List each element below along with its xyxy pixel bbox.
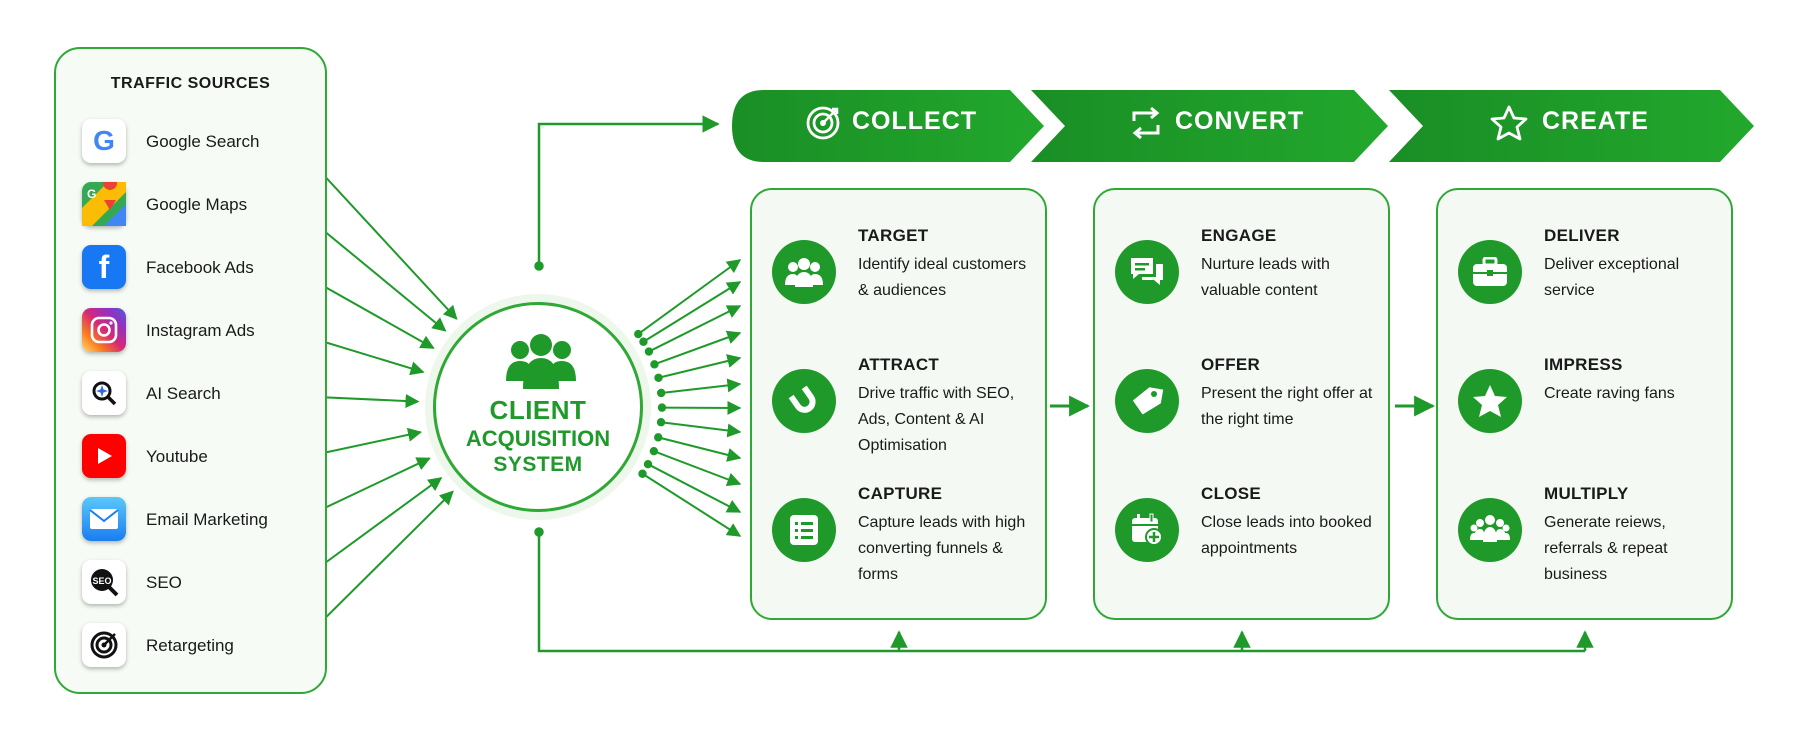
youtube-icon	[82, 434, 126, 478]
stage-item-title: IMPRESS	[1544, 355, 1623, 374]
create-card: DELIVER Deliver exceptional service IMPR…	[1436, 188, 1733, 620]
google-icon: G	[82, 119, 126, 163]
source-facebook-ads[interactable]: f Facebook Ads	[82, 245, 312, 295]
people-group-icon	[506, 334, 576, 389]
source-ai-search[interactable]: AI Search	[82, 371, 312, 421]
star-icon	[1490, 105, 1528, 141]
source-label: Email Marketing	[146, 510, 268, 529]
source-label: Google Search	[146, 132, 260, 151]
convert-card: ENGAGE Nurture leads with valuable conte…	[1093, 188, 1390, 620]
email-icon	[82, 497, 126, 541]
hub-title-line2: ACQUISITION	[465, 426, 611, 451]
calendar-plus-icon	[1115, 498, 1179, 562]
stage-item-attract[interactable]: ATTRACT Drive traffic with SEO, Ads, Con…	[772, 355, 1042, 465]
ai-search-icon	[82, 371, 126, 415]
stage-item-title: TARGET	[858, 226, 929, 245]
client-acquisition-hub: CLIENT ACQUISITION SYSTEM	[433, 302, 643, 512]
form-list-icon	[772, 498, 836, 562]
stage-item-desc: Deliver exceptional service	[1544, 256, 1680, 299]
hub-output-arrow	[642, 281, 742, 343]
hub-output-arrow	[637, 259, 742, 335]
stage-item-title: DELIVER	[1544, 226, 1620, 245]
hub-title-line3: SYSTEM	[493, 453, 583, 476]
stage-item-desc: Drive traffic with SEO, Ads, Content & A…	[858, 385, 1015, 454]
hub-output-arrow	[654, 330, 742, 366]
seo-icon: SEO	[82, 560, 126, 604]
source-label: SEO	[146, 573, 182, 592]
magnet-icon	[772, 369, 836, 433]
instagram-icon	[82, 308, 126, 352]
svg-text:G: G	[87, 187, 96, 201]
stage-item-desc: Present the right offer at the right tim…	[1201, 385, 1373, 428]
stage-item-deliver[interactable]: DELIVER Deliver exceptional service	[1458, 226, 1728, 336]
stage-item-desc: Identify ideal customers & audiences	[858, 256, 1027, 299]
stage-item-desc: Nurture leads with valuable content	[1201, 256, 1330, 299]
source-seo[interactable]: SEO SEO	[82, 560, 312, 610]
traffic-sources-title: TRAFFIC SOURCES	[110, 75, 271, 92]
facebook-icon: f	[82, 245, 126, 289]
briefcase-icon	[1458, 240, 1522, 304]
hub-output-arrow	[657, 436, 742, 462]
hub-output-arrow	[661, 378, 742, 394]
stage-item-impress[interactable]: IMPRESS Create raving fans	[1458, 355, 1728, 465]
stage-item-desc: Close leads into booked appointments	[1201, 514, 1372, 557]
source-label: Google Maps	[146, 195, 248, 214]
cycle-arrows-icon	[1132, 106, 1160, 140]
source-retargeting[interactable]: Retargeting	[82, 623, 312, 673]
source-label: Facebook Ads	[146, 258, 254, 277]
stage-item-title: CLOSE	[1201, 484, 1262, 503]
stage-item-desc: Create raving fans	[1544, 385, 1675, 402]
users-icon	[772, 240, 836, 304]
source-label: Instagram Ads	[146, 321, 255, 340]
hub-output-arrow	[658, 354, 742, 379]
stage-item-title: OFFER	[1201, 355, 1261, 374]
phase-title-collect: COLLECT	[852, 107, 978, 135]
star-icon	[1458, 369, 1522, 433]
phase-title-create: CREATE	[1542, 107, 1649, 135]
stage-item-title: CAPTURE	[858, 484, 943, 503]
stage-item-desc: Generate reiews, referrals & repeat busi…	[1544, 514, 1668, 583]
stage-item-multiply[interactable]: MULTIPLY Generate reiews, referrals & re…	[1458, 484, 1728, 594]
stage-item-offer[interactable]: OFFER Present the right offer at the rig…	[1115, 355, 1385, 465]
traffic-sources-panel: TRAFFIC SOURCES G Google Search G Google…	[54, 47, 327, 694]
stage-item-title: ENGAGE	[1201, 226, 1277, 245]
hub-output-arrow	[641, 472, 742, 537]
source-google-search[interactable]: G Google Search	[82, 119, 312, 169]
source-label: Youtube	[146, 447, 208, 466]
collect-card: TARGET Identify ideal customers & audien…	[750, 188, 1047, 620]
stage-item-desc: Capture leads with high converting funne…	[858, 514, 1026, 583]
chat-icon	[1115, 240, 1179, 304]
source-google-maps[interactable]: G Google Maps	[82, 182, 312, 232]
phase-title-convert: CONVERT	[1175, 107, 1305, 135]
phase-banners	[732, 90, 1754, 162]
target-icon	[82, 623, 126, 667]
stage-item-engage[interactable]: ENGAGE Nurture leads with valuable conte…	[1115, 226, 1385, 336]
source-label: AI Search	[146, 384, 221, 403]
hub-output-arrow	[647, 463, 742, 513]
source-label: Retargeting	[146, 636, 234, 655]
stage-item-close[interactable]: CLOSE Close leads into booked appointmen…	[1115, 484, 1385, 594]
hub-output-arrow	[660, 421, 742, 438]
hub-output-arrow	[648, 305, 742, 353]
crowd-icon	[1458, 498, 1522, 562]
source-email-marketing[interactable]: Email Marketing	[82, 497, 312, 547]
source-youtube[interactable]: Youtube	[82, 434, 312, 484]
hub-title-line1: CLIENT	[489, 395, 587, 425]
stage-item-target[interactable]: TARGET Identify ideal customers & audien…	[772, 226, 1042, 336]
target-icon	[806, 106, 840, 140]
tag-icon	[1115, 369, 1179, 433]
stage-item-capture[interactable]: CAPTURE Capture leads with high converti…	[772, 484, 1042, 594]
source-instagram-ads[interactable]: Instagram Ads	[82, 308, 312, 358]
hub-output-arrow	[653, 450, 742, 487]
svg-text:SEO: SEO	[92, 576, 111, 586]
stage-item-title: ATTRACT	[858, 355, 940, 374]
google-maps-icon: G	[82, 182, 126, 226]
stage-item-title: MULTIPLY	[1544, 484, 1629, 503]
